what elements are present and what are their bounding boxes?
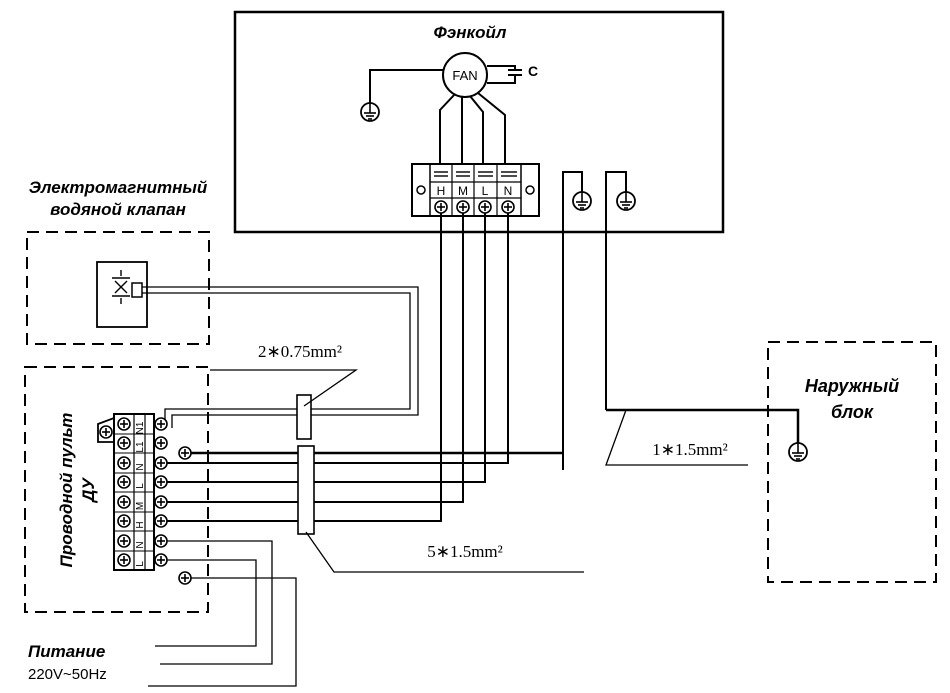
main-cable-label: 5∗1.5mm²: [427, 542, 503, 561]
remote-dashed-box: [24, 366, 209, 613]
valve-wire-1: [142, 286, 419, 428]
outdoor-ground-wire: [606, 408, 800, 443]
outdoor-dashed-box: [767, 341, 937, 583]
outdoor-label-line2: блок: [831, 402, 874, 422]
remote-ground-screw-2: [178, 571, 192, 585]
remote-terminal-n1: N1: [135, 421, 146, 434]
fan-ground-wire: [369, 69, 443, 103]
outdoor-ground-icon: [788, 442, 808, 462]
remote-terminal-l2: L: [135, 561, 146, 567]
remote-terminal-n2: N: [135, 541, 146, 548]
remote-ground-screw-1: [178, 446, 192, 460]
remote-terminal-h: H: [135, 521, 146, 528]
terminal-h-label: H: [437, 184, 446, 198]
power-wire-ground: [148, 577, 297, 687]
valve-cable-label: 2∗0.75mm²: [258, 342, 342, 361]
power-wire-n: [160, 540, 273, 665]
fan-wire-l: [469, 95, 484, 168]
fancoil-ground-icon: [360, 102, 380, 122]
remote-terminal-n: N: [135, 463, 146, 470]
fan-label: FAN: [452, 68, 477, 83]
fancoil-unit: Фэнкойл FAN C: [233, 10, 725, 470]
main-cable-wires: [167, 213, 563, 535]
wire-h: [167, 213, 442, 522]
outdoor-label-line1: Наружный: [805, 376, 899, 396]
outdoor-cable-label: 1∗1.5mm²: [652, 440, 728, 459]
outdoor-cable-leader: [605, 409, 748, 466]
wire-m: [167, 213, 464, 503]
main-cable-sleeve: [297, 445, 315, 535]
terminal-l-label: L: [482, 184, 489, 198]
fan-motor-icon: FAN: [442, 52, 488, 98]
main-cable-leader: [305, 531, 584, 573]
valve-unit: Электромагнитный водяной клапан: [26, 178, 210, 345]
ground-wire-2: [605, 171, 627, 410]
wire-l: [167, 213, 486, 483]
outdoor-unit: Наружный блок: [606, 341, 937, 583]
valve-cable-sleeve: [296, 394, 312, 440]
fan-wire-h: [439, 93, 456, 168]
capacitor-label: C: [528, 63, 538, 79]
fan-wire-n: [477, 92, 506, 168]
ground-icon-2: [616, 191, 636, 211]
remote-terminal-m: M: [135, 502, 146, 510]
remote-label-line2: ДУ: [79, 477, 98, 504]
valve-icon: [96, 261, 148, 328]
terminal-n-label: N: [504, 184, 513, 198]
fancoil-box: [233, 10, 725, 234]
power-wire-l: [155, 559, 257, 647]
valve-wire-2: [142, 292, 411, 428]
remote-label-line1: Проводной пульт: [57, 413, 76, 568]
capacitor-icon: C: [487, 63, 538, 84]
ground-icon-1: [572, 191, 592, 211]
valve-label-line1: Электромагнитный: [29, 178, 208, 197]
valve-cable-leader: [210, 369, 359, 407]
cable-labels: 2∗0.75mm² 5∗1.5mm² 1∗1.5mm²: [210, 342, 748, 573]
power-spec: 220V~50Hz: [28, 666, 107, 683]
valve-dashed-box: [26, 231, 210, 345]
remote-terminal-l: L: [135, 483, 146, 489]
remote-control-unit: Проводной пульт ДУ: [24, 366, 209, 613]
fancoil-label: Фэнкойл: [434, 23, 507, 42]
terminal-m-label: M: [458, 184, 468, 198]
wire-n: [167, 213, 509, 464]
power-wires: Питание 220V~50Hz: [28, 540, 297, 687]
fancoil-terminal-block: H M L N: [411, 163, 540, 217]
valve-label-line2: водяной клапан: [50, 200, 186, 219]
remote-terminal-strip: N1 L1 N L M H N L: [97, 413, 168, 571]
ground-wire-1: [562, 171, 583, 470]
remote-terminal-l1: L1: [135, 441, 146, 453]
power-label: Питание: [28, 642, 105, 661]
